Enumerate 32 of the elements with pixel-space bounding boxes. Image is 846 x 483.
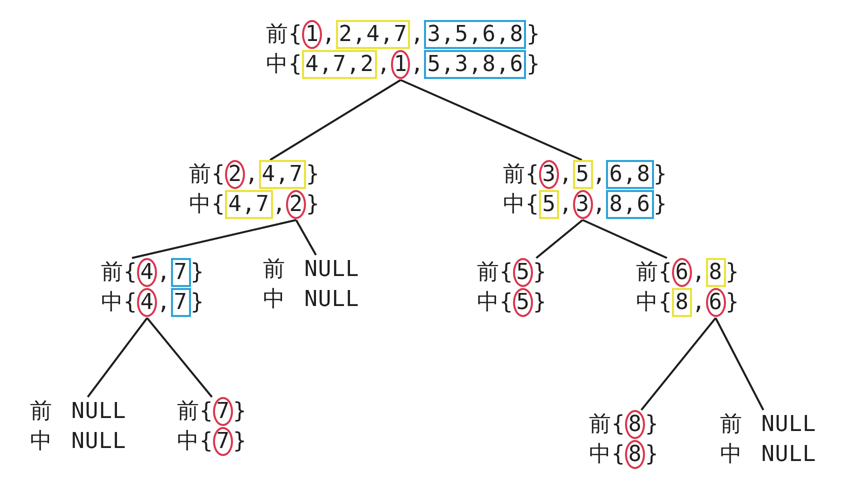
branch-line — [400, 79, 582, 161]
inorder-sequence: 中{4,7,2,1,5,3,8,6} — [266, 50, 540, 80]
preorder-sequence: 前{5} — [477, 258, 547, 288]
preorder-sequence: 前{4,7} — [101, 258, 204, 288]
inorder-sequence: 中 NULL — [263, 286, 360, 314]
preorder-sequence: 前{6,8} — [636, 258, 740, 288]
inorder-sequence: 中 NULL — [720, 441, 816, 469]
preorder-sequence: 前{2,4,7} — [189, 160, 320, 190]
preorder-sequence: 前 NULL — [30, 398, 126, 426]
preorder-sequence: 前{3,5,6,8} — [503, 160, 668, 190]
branch-line — [714, 318, 764, 410]
preorder-sequence: 前 NULL — [720, 411, 816, 439]
preorder-sequence: 前{1,2,4,7,3,5,6,8} — [266, 20, 540, 50]
preorder-sequence: 前 NULL — [263, 256, 360, 284]
preorder-sequence: 前{7} — [177, 397, 247, 427]
inorder-sequence: 中{4,7,2} — [189, 190, 320, 220]
branch-line — [132, 219, 296, 259]
preorder-sequence: 前{8} — [589, 410, 659, 440]
inorder-sequence: 中{8,6} — [636, 288, 740, 318]
branch-line — [295, 220, 317, 256]
inorder-sequence: 中{5} — [477, 288, 547, 318]
inorder-sequence: 中 NULL — [30, 428, 126, 456]
inorder-sequence: 中{8} — [589, 440, 659, 470]
branch-line — [640, 317, 716, 411]
branch-line — [270, 79, 402, 161]
branch-line — [86, 317, 148, 398]
inorder-sequence: 中{4,7} — [101, 288, 204, 318]
inorder-sequence: 中{7} — [177, 427, 247, 457]
branch-line — [582, 219, 668, 259]
branch-line — [146, 317, 213, 398]
inorder-sequence: 中{5,3,8,6} — [503, 190, 668, 220]
branch-line — [536, 219, 584, 259]
